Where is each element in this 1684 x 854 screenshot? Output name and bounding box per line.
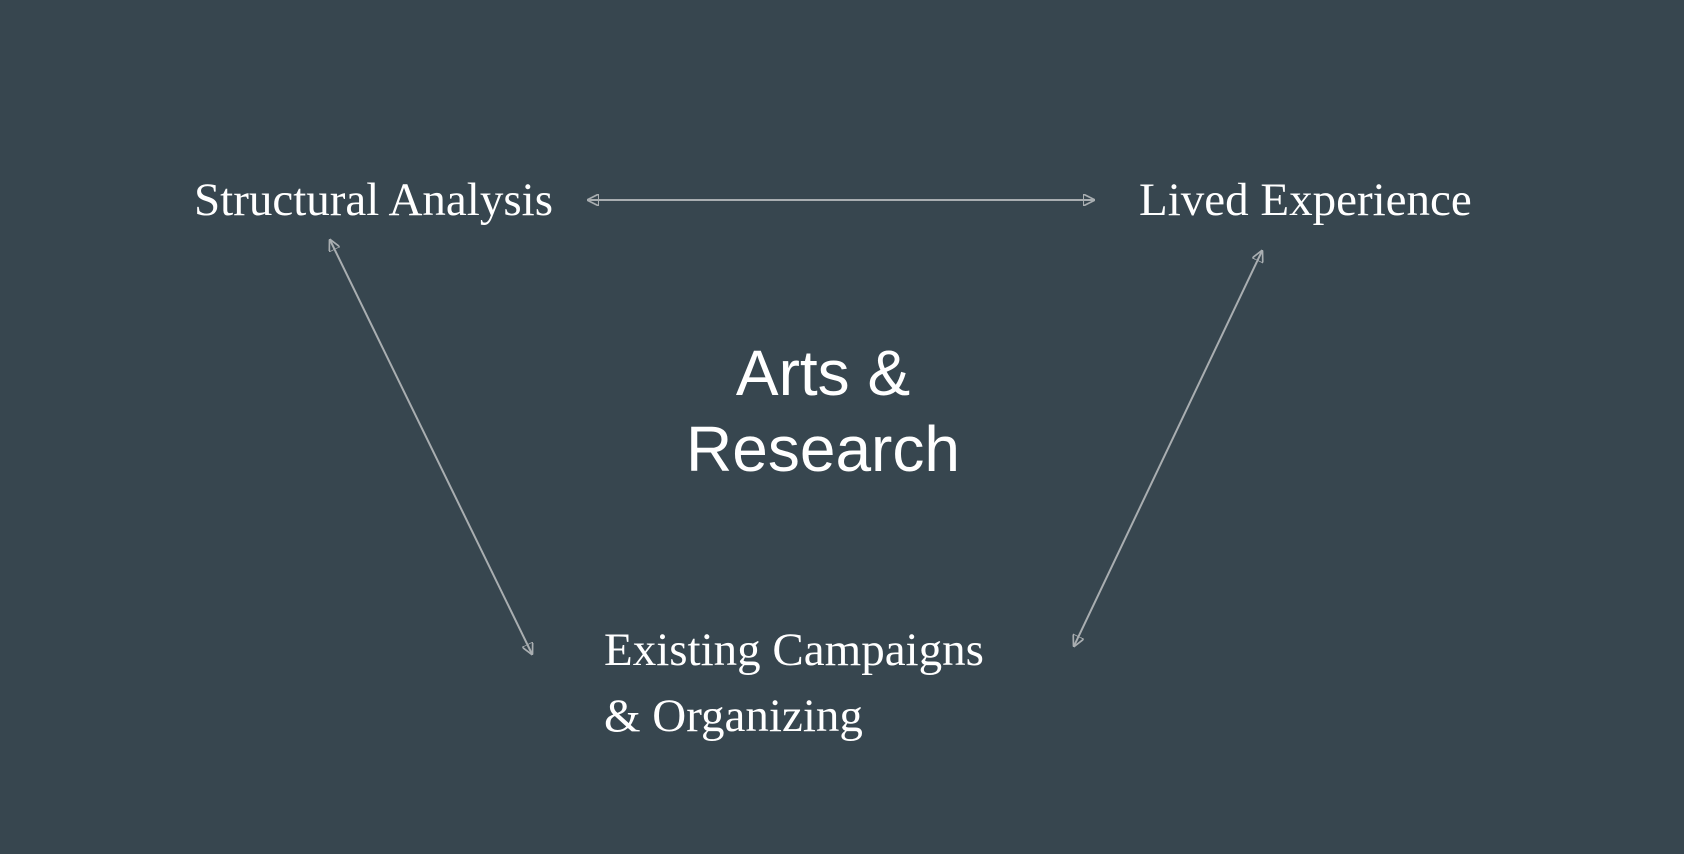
center-title-line-1: Arts & — [735, 337, 911, 409]
node-campaigns-line-2: & Organizing — [604, 690, 863, 742]
node-structural-analysis: Structural Analysis — [194, 174, 553, 226]
node-existing-campaigns: Existing Campaigns & Organizing — [604, 617, 984, 749]
node-campaigns-line-1: Existing Campaigns — [604, 624, 984, 676]
center-title-line-2: Research — [686, 413, 960, 485]
center-title: Arts & Research — [623, 335, 1023, 487]
node-lived-experience: Lived Experience — [1139, 174, 1472, 226]
arrow-lived-campaigns — [1074, 251, 1262, 646]
arrow-structural-campaigns — [330, 240, 532, 654]
